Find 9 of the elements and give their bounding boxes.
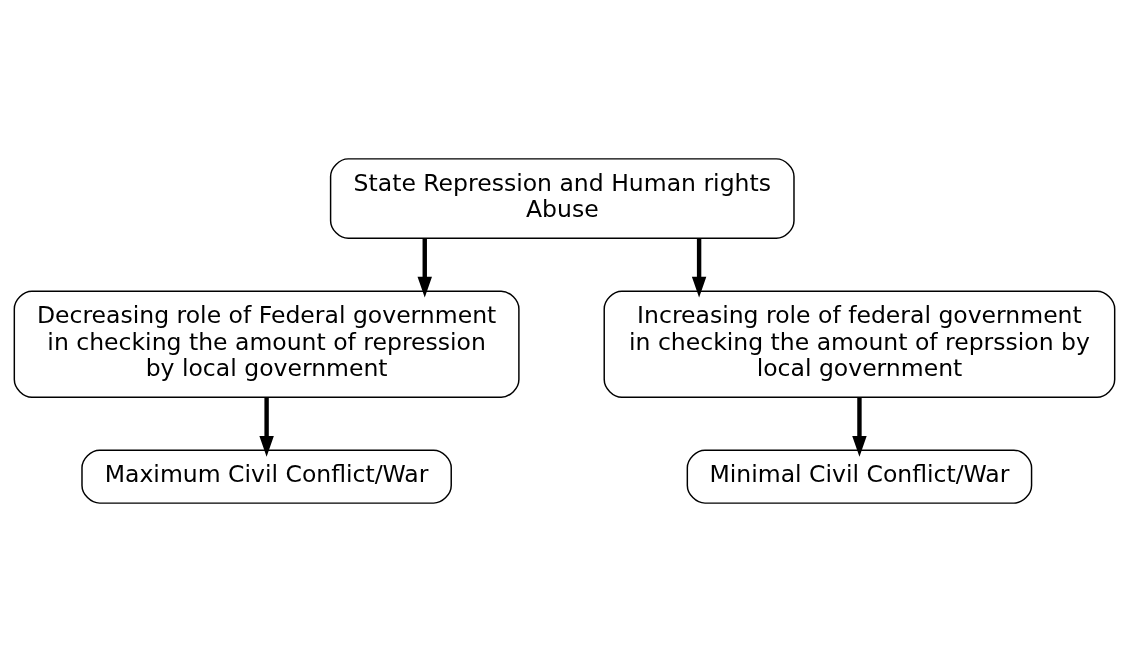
node-box: Decreasing role of Federal government in checking the amount of repression by local government: [13, 290, 520, 398]
node-box: State Repression and Human rights Abuse: [329, 158, 795, 240]
node-box: Minimal Civil Conflict/War: [686, 449, 1033, 504]
arrow: [691, 238, 707, 298]
arrow: [417, 238, 432, 298]
node-box: Maximum Civil Conflict/War: [81, 449, 452, 504]
node-box: Increasing role of federal government in checking the amount of reprssion by local government: [603, 290, 1116, 398]
arrow: [852, 397, 867, 457]
arrow: [259, 397, 274, 457]
